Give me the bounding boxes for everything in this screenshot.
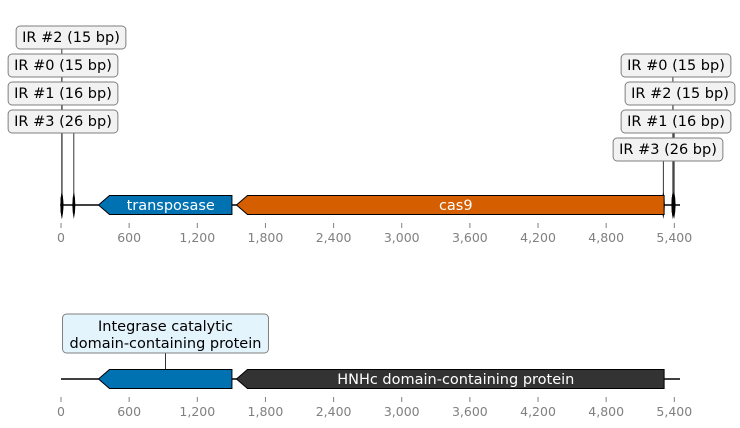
axis-tick-label: 2,400: [316, 404, 352, 419]
axis-tick-label: 3,600: [452, 230, 488, 245]
axis-tick-label: 600: [117, 230, 141, 245]
annotation-label-box: [62, 313, 269, 354]
axis-tick-label: 4,800: [588, 404, 624, 419]
repeat-label-box: [620, 53, 732, 78]
axis-tick-label: 1,800: [248, 404, 284, 419]
repeat-label: IR #2 (15 bp): [22, 30, 120, 46]
axis-tick-label: 0: [57, 404, 65, 419]
gene-feature-arrow: [235, 195, 665, 215]
gene-feature-label: transposase: [127, 198, 215, 214]
axis-tick-label: 4,200: [520, 230, 556, 245]
axis-tick-label: 4,200: [520, 404, 556, 419]
annotation-label-line: Integrase catalytic: [98, 319, 233, 335]
repeat-label: IR #1 (16 bp): [627, 114, 725, 130]
axis-tick-label: 600: [117, 404, 141, 419]
repeat-label: IR #0 (15 bp): [627, 58, 725, 74]
repeat-label: IR #2 (15 bp): [631, 86, 729, 102]
repeat-label-box: [620, 109, 732, 134]
axis-tick-label: 5,400: [656, 404, 692, 419]
repeat-label-box: [7, 109, 119, 134]
gene-feature-arrow: [235, 369, 665, 389]
axis-tick-label: 2,400: [316, 230, 352, 245]
axis-tick-label: 3,000: [384, 404, 420, 419]
gene-feature-label: HNHc domain-containing protein: [337, 372, 574, 388]
repeat-label-box: [7, 53, 119, 78]
track-1-gene-map: transposase cas9 IR #2 (15 bp) IR #0 (15 bp…: [7, 25, 736, 245]
axis-tick-label: 4,800: [588, 230, 624, 245]
repeat-label: IR #3 (26 bp): [14, 114, 112, 130]
repeat-label-box: [7, 81, 119, 106]
repeat-marker: [672, 191, 676, 219]
repeat-label: IR #1 (16 bp): [14, 86, 112, 102]
axis-tick-label: 3,000: [384, 230, 420, 245]
repeat-marker: [60, 191, 64, 219]
axis-tick-label: 0: [57, 230, 65, 245]
gene-feature-label: cas9: [439, 198, 473, 214]
repeat-marker: [72, 191, 76, 219]
repeat-label-box: [624, 81, 736, 106]
annotation-label-line: domain-containing protein: [70, 336, 262, 352]
axis-tick-label: 3,600: [452, 404, 488, 419]
repeat-label: IR #3 (26 bp): [619, 142, 717, 158]
gene-feature-arrow: [97, 369, 233, 389]
axis-tick-label: 1,200: [179, 230, 215, 245]
repeat-label-box: [612, 137, 724, 162]
axis-tick-label: 5,400: [656, 230, 692, 245]
repeat-label: IR #0 (15 bp): [14, 58, 112, 74]
track-2-gene-map: HNHc domain-containing protein Integrase …: [57, 313, 692, 419]
axis-tick-label: 1,800: [248, 230, 284, 245]
repeat-label-box: [15, 25, 127, 50]
gene-feature-arrow: [97, 195, 233, 215]
axis-tick-label: 1,200: [179, 404, 215, 419]
